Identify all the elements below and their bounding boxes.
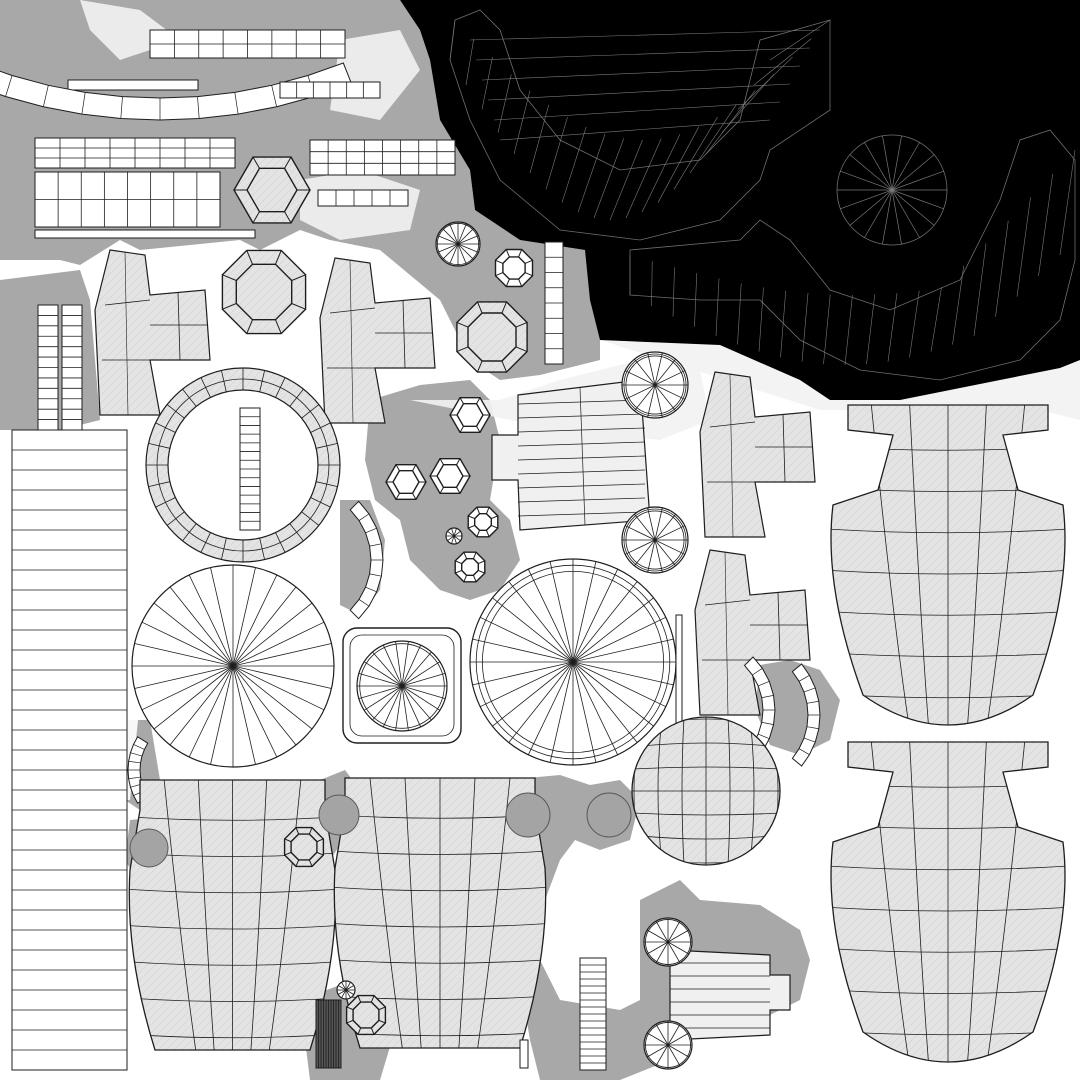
disk-big-center: [469, 558, 677, 766]
strip-top-2: [67, 79, 199, 91]
disk-sleeve-bot: [621, 506, 689, 574]
strip-thin-vert: [675, 614, 683, 726]
grey-disk-pads: [129, 792, 632, 868]
bent-patch-4: [694, 549, 811, 716]
sleeve-shape-bottom: [669, 949, 791, 1041]
strip-left-b: [61, 304, 83, 431]
strip-zig-1: [279, 81, 381, 99]
bent-patch-2: [319, 257, 436, 424]
oct-bottom-2: [345, 994, 387, 1036]
strip-top-1: [149, 29, 346, 59]
strip-mid-1: [34, 137, 236, 169]
shell-right-bot: [830, 741, 1066, 1063]
strip-left-a: [37, 304, 59, 431]
strip-bottom-thin: [519, 1039, 529, 1069]
disk-sleeve-bot-b: [643, 1020, 693, 1070]
hex-b: [385, 464, 427, 500]
oct-small-3: [454, 551, 486, 583]
disk-tiny-1: [445, 527, 463, 545]
bent-patch-3: [699, 371, 816, 538]
hex-ring-top: [233, 156, 311, 224]
disk-bottom-tiny: [336, 980, 356, 1000]
disk-big-left: [131, 564, 335, 768]
arc-strip-right-2: [791, 663, 821, 767]
disk-sleeve-bot-a: [643, 917, 693, 967]
oct-small-1: [494, 248, 534, 288]
oct-small-2: [467, 506, 499, 538]
shell-bottom-mid: [333, 777, 547, 1049]
strip-bottom-long: [34, 229, 256, 239]
disk-small-1: [435, 221, 481, 267]
bent-patch-1: [94, 249, 211, 416]
disk-in-square: [356, 640, 448, 732]
strip-in-donut: [239, 407, 261, 531]
strip-panels: [34, 171, 221, 228]
hex-c: [429, 458, 471, 494]
shell-right-top: [830, 404, 1066, 726]
wire-islands-dark: [449, 9, 1076, 381]
oct-bottom-1: [283, 826, 325, 868]
sphere-grid: [631, 716, 781, 866]
sleeve-shape-center: [491, 379, 651, 531]
strip-bottom-grid: [579, 957, 607, 1071]
shell-bottom-left: [128, 779, 337, 1051]
disk-sleeve-top: [621, 351, 689, 419]
uv-islands: [0, 29, 1066, 1071]
strip-zig-2: [317, 189, 409, 207]
hex-a: [449, 397, 491, 433]
strip-right-1: [309, 139, 456, 176]
strip-vertical-1: [544, 241, 564, 365]
oct-ring-1: [221, 249, 307, 335]
arc-strip-mid: [349, 500, 384, 620]
strip-bottom-dark: [315, 999, 342, 1069]
oct-ring-2: [456, 301, 528, 373]
strip-left-big: [11, 429, 128, 1071]
